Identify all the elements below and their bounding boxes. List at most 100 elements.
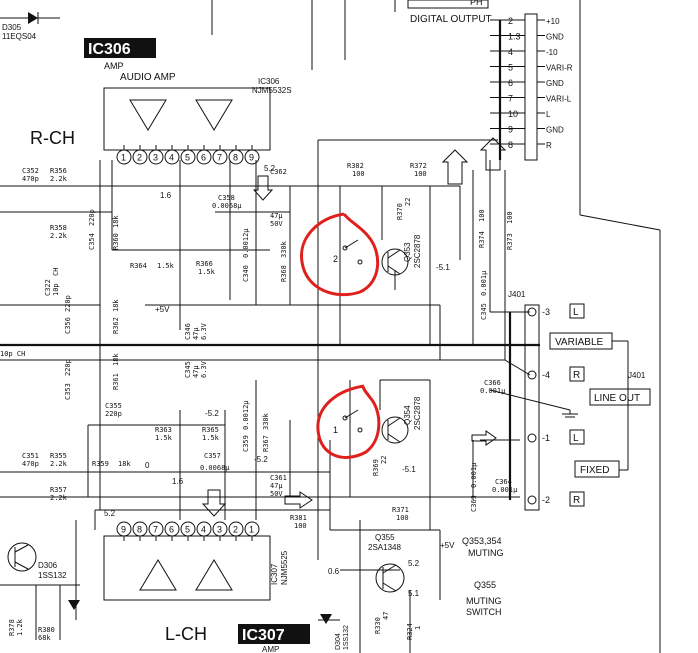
r330-ref: R330 — [374, 617, 382, 634]
c361-voltage: 50V — [270, 490, 283, 498]
r356-ref: R356 — [50, 167, 67, 175]
r367-value: 330k — [262, 412, 270, 430]
c361-value: 47µ — [270, 482, 283, 490]
j401-label-side: J401 — [628, 371, 646, 380]
c322-ref: C322 — [44, 279, 52, 296]
r382-ref: R382 — [347, 162, 364, 170]
c352-ref: C352 — [22, 167, 39, 175]
ic306-pin-number: 8 — [233, 153, 238, 163]
c357-ref: C357 — [204, 452, 221, 460]
r369-value: 22 — [380, 456, 388, 464]
q353-ref: Q353 — [403, 242, 412, 262]
j401-terminal-2 — [527, 495, 537, 505]
d306-part: 1SS132 — [38, 571, 67, 580]
c346-ref: C346 — [184, 323, 192, 340]
ground-symbol — [562, 410, 578, 418]
r380-ref: R380 — [38, 626, 55, 634]
r361-ref: R361 — [112, 373, 120, 390]
r362-value: 18k — [112, 299, 120, 312]
r378-ref: R378 — [8, 619, 16, 636]
j401-label-top: J401 — [508, 290, 526, 299]
r360-value: 18k — [112, 215, 120, 228]
right-edge-trace-h — [579, 214, 661, 231]
voltage-labels: +5V +5V -5.2 -5.2 5.2 5.2 5.2 -5.1 -5.1 … — [104, 164, 455, 598]
voltage-m5-2a: -5.2 — [205, 409, 219, 418]
ic306-pin-number: 7 — [217, 153, 222, 163]
c346-value: 47µ — [192, 327, 200, 340]
r356-value: 2.2k — [50, 175, 68, 183]
r368-value: 330k — [280, 240, 288, 258]
arrow-down-1 — [201, 489, 227, 517]
switch-2-label: 2 — [333, 254, 338, 264]
ic307-pin-number: 4 — [201, 525, 206, 535]
voltage-p5v-b: +5V — [440, 541, 455, 550]
c366-ref: C366 — [484, 379, 501, 387]
r371-ref: R371 — [392, 506, 409, 514]
c364-ref: C364 — [495, 478, 512, 486]
j401-terminal-4 — [527, 370, 537, 380]
r382-value: 100 — [352, 170, 365, 178]
q355-transistor: Q355 2SA1348 — [368, 533, 405, 593]
ic307-pin-number: 8 — [137, 525, 142, 535]
r381-ref: R381 — [290, 514, 307, 522]
r359-value: 18k — [118, 460, 131, 468]
ic307-pin-number: 5 — [185, 525, 190, 535]
r358-ref: R358 — [50, 224, 67, 232]
dout-pin-signal: +10 — [546, 17, 560, 26]
muting-switch-2: SWITCH — [466, 607, 502, 617]
r363-ref: R363 — [155, 426, 172, 434]
c363-value: 0.001µ — [470, 462, 478, 488]
right-channel-label: R-CH — [30, 128, 75, 148]
dout-pin-signal: R — [546, 141, 552, 150]
c351-value: 470p — [22, 460, 39, 468]
ic306-badge-text: IC306 — [88, 41, 131, 58]
c351-ref: C351 — [22, 452, 39, 460]
dout-pin-number: 5 — [508, 63, 513, 73]
j401-terminal-3 — [527, 307, 537, 317]
r330-value: 47 — [382, 612, 390, 620]
d305-ref: D305 — [2, 23, 22, 32]
ic306-pin-number: 2 — [137, 153, 142, 163]
c358-value: 0.0068µ — [212, 202, 242, 210]
c322-value: 10p — [52, 283, 60, 296]
ic307-badge-text: IC307 — [242, 627, 285, 644]
d306-ref: D306 — [38, 561, 58, 570]
c345b-value: 47µ — [192, 365, 200, 378]
r370-ref: R370 — [396, 203, 404, 220]
c363-ref: C363 — [470, 495, 478, 512]
d306-diode: D306 1SS132 — [38, 561, 80, 610]
voltage-5-1: 5.1 — [408, 589, 420, 598]
r378-value: 1.2k — [16, 618, 24, 636]
q355-ref: Q355 — [375, 533, 395, 542]
r374-ref: R374 — [478, 231, 486, 248]
dout-pin-number: 6 — [508, 78, 513, 88]
component-labels: C352 470p R356 2.2k R358 2.2k R364 1.5k … — [0, 162, 518, 642]
r364-ref: R364 — [130, 262, 147, 270]
c359-value: 0.0012µ — [242, 400, 250, 430]
ic307-pin-number: 1 — [249, 525, 254, 535]
r365-ref: R365 — [202, 426, 219, 434]
dout-pin-signal: GND — [546, 126, 564, 135]
j401-terminal-1 — [527, 433, 537, 443]
j401-channel-label: L — [573, 433, 579, 444]
arrow-down-2 — [252, 175, 274, 201]
d305-part: 11EQS04 — [2, 32, 37, 41]
r370-value: 22 — [404, 198, 412, 206]
r372-ref: R372 — [410, 162, 427, 170]
ic307-block: IC307 AMP IC307 NJM5525 — [103, 535, 310, 653]
voltage-p5-2a: 5.2 — [264, 164, 276, 173]
j401-channel-box — [569, 491, 585, 507]
ic307-pin-number: 7 — [153, 525, 158, 535]
ic306-pin-number: 1 — [121, 153, 126, 163]
dout-pin-signal: GND — [546, 79, 564, 88]
ic306-block: IC306 AMP AUDIO AMP IC306 NJM5532S — [84, 38, 292, 151]
j401-channel-box — [569, 303, 585, 319]
voltage-p5-2b: 5.2 — [104, 509, 116, 518]
c354-value: 220p — [88, 209, 96, 226]
digital-output-connector: PH DIGITAL OUTPUT — [407, 0, 538, 161]
ch10p-value: 10p CH — [0, 350, 25, 358]
r361-value: 18k — [112, 353, 120, 366]
